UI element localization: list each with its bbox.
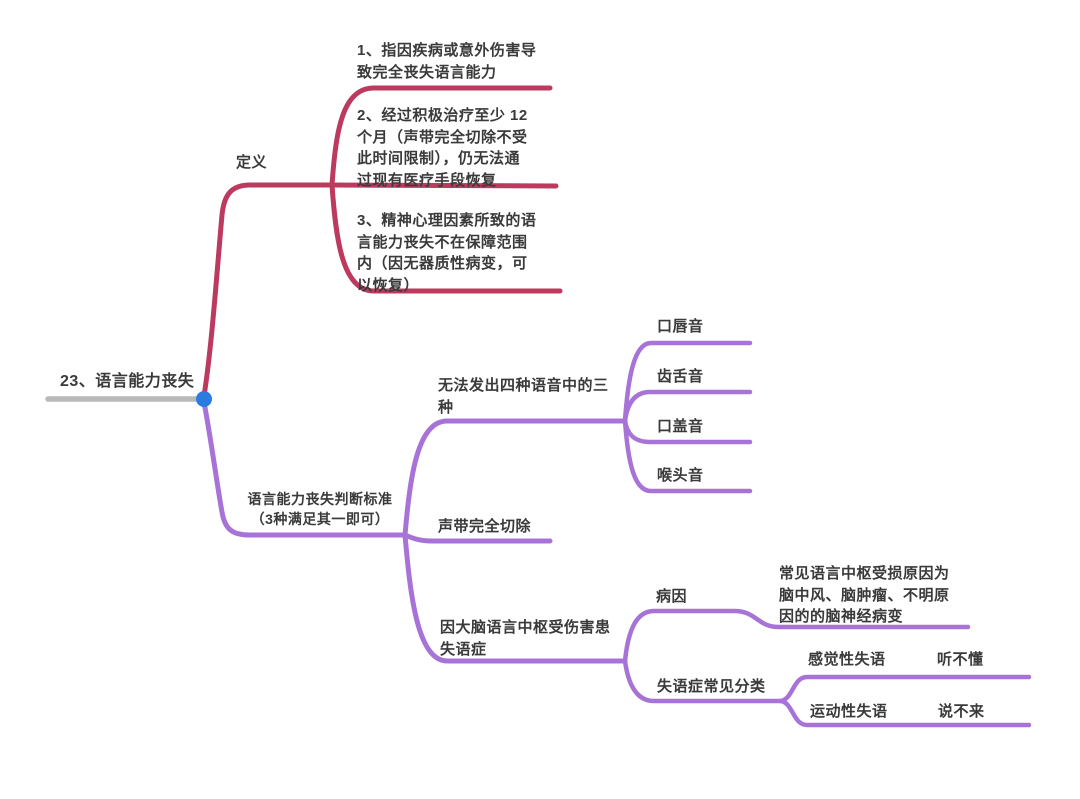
root-node-label[interactable]: 23、语言能力丧失 (60, 373, 195, 390)
connector-definition-main (201, 182, 335, 399)
connector-criteria-main (201, 399, 408, 538)
connector-definition-item-2 (329, 182, 559, 189)
connector-definition-item-3 (329, 182, 563, 294)
definition-item-3[interactable]: 3、精神心理因素所致的语 言能力丧失不在保障范围 内（因无器质性病变，可 以恢复… (357, 212, 537, 294)
motor-aphasia-label[interactable]: 运动性失语 (810, 703, 888, 720)
definition-item-1[interactable]: 1、指因疾病或意外伤害导 致完全丧失语言能力 (357, 42, 537, 81)
classification-node-label[interactable]: 失语症常见分类 (657, 678, 766, 695)
connector-sensory-aphasia (778, 674, 1032, 704)
connector-sound-lip (622, 340, 753, 424)
sensory-aphasia-note: 听不懂 (937, 651, 984, 668)
root-node-dot[interactable] (196, 391, 212, 407)
criteria-branch-label[interactable]: 语言能力丧失判断标准 （3种满足其一即可） (247, 491, 393, 527)
sensory-aphasia-label[interactable]: 感觉性失语 (808, 651, 886, 668)
connector-sound-larynx (622, 418, 753, 494)
connector-motor-aphasia (778, 698, 1032, 728)
sound-item-lip[interactable]: 口唇音 (657, 318, 704, 335)
connector-cause (622, 608, 971, 664)
connector-aphasia (402, 532, 628, 664)
sound-item-palate[interactable]: 口盖音 (657, 418, 704, 435)
connector-speech-sounds (402, 418, 628, 538)
connector-definition-item-1 (329, 85, 553, 188)
vocal-cords-node-label[interactable]: 声带完全切除 (438, 518, 532, 535)
definition-branch-label[interactable]: 定义 (236, 154, 268, 171)
connector-classification (622, 658, 784, 704)
definition-item-2[interactable]: 2、经过积极治疗至少 12 个月（声带完全切除不受 此时间限制），仍无法通 过现… (357, 107, 528, 189)
sound-item-larynx[interactable]: 喉头音 (657, 467, 704, 484)
aphasia-node-label[interactable]: 因大脑语言中枢受伤害患 失语症 (440, 619, 611, 658)
sound-item-tooth-tongue[interactable]: 齿舌音 (657, 368, 704, 385)
cause-node-label[interactable]: 病因 (656, 588, 688, 605)
speech-sounds-node-label[interactable]: 无法发出四种语音中的三 种 (438, 377, 609, 416)
cause-detail-label[interactable]: 常见语言中枢受损原因为 脑中风、脑肿瘤、不明原 因的的脑神经病变 (779, 565, 950, 625)
motor-aphasia-note: 说不来 (938, 703, 985, 720)
connector-sound-tooth-tongue (622, 389, 753, 424)
